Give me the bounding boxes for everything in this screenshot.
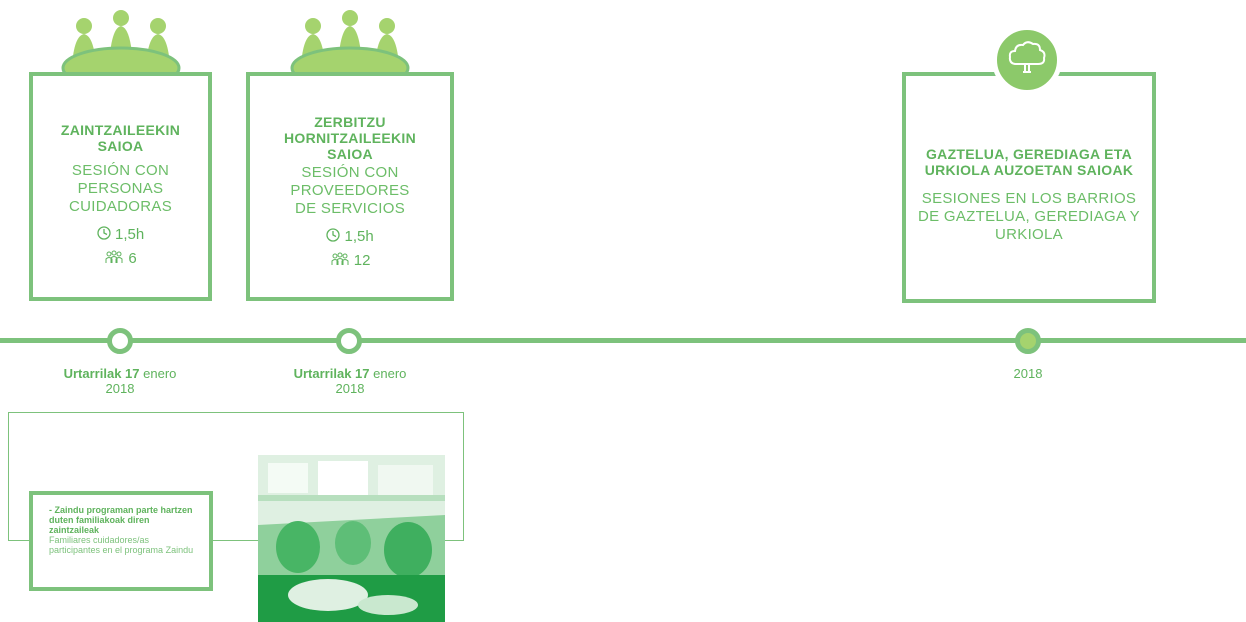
participants-value: 12 <box>353 252 371 269</box>
photo-image <box>258 455 445 622</box>
event-subtitle: SESIÓN CON PROVEEDORES DE SERVICIOS <box>290 164 410 217</box>
participants-row: 12 <box>250 252 450 270</box>
persons-icon <box>105 250 123 263</box>
duration-value: 1,5h <box>114 226 145 243</box>
card-3-header-icon <box>992 25 1062 95</box>
participants-row: 6 <box>33 250 208 268</box>
date-rest: enero <box>143 366 177 381</box>
timeline-node-3 <box>1015 328 1041 354</box>
date-bold: Urtarrilak 17 <box>293 366 370 381</box>
detail-frame <box>8 412 464 541</box>
duration-row: 1,5h <box>33 226 208 244</box>
event-title: GAZTELUA, GEREDIAGA ETA URKIOLA AUZOETAN… <box>924 146 1134 178</box>
date-label-3: 2018 <box>938 366 1118 381</box>
event-title: ZAINTZAILEEKIN SAIOA <box>60 122 181 154</box>
event-subtitle: SESIÓN CON PERSONAS CUIDADORAS <box>68 162 172 215</box>
date-year: 2018 <box>1013 366 1043 381</box>
date-label-1: Urtarrilak 17 enero 2018 <box>30 366 210 396</box>
participants-value: 6 <box>128 250 137 267</box>
timeline-line <box>0 338 1246 343</box>
note-text: Familiares cuidadores/as participantes e… <box>49 535 194 555</box>
persons-icon <box>331 252 349 265</box>
date-bold: Urtarrilak 17 <box>63 366 140 381</box>
event-card-1: ZAINTZAILEEKIN SAIOA SESIÓN CON PERSONAS… <box>29 72 212 301</box>
event-subtitle: SESIONES EN LOS BARRIOS DE GAZTELUA, GER… <box>918 190 1140 243</box>
participants-note: - Zaindu programan parte hartzen duten f… <box>29 491 213 591</box>
timeline-node-1 <box>107 328 133 354</box>
duration-row: 1,5h <box>250 228 450 246</box>
session-photo <box>258 455 445 622</box>
clock-icon <box>326 228 340 242</box>
event-card-3: GAZTELUA, GEREDIAGA ETA URKIOLA AUZOETAN… <box>902 72 1156 303</box>
tree-icon <box>1008 41 1046 73</box>
date-label-2: Urtarrilak 17 enero 2018 <box>260 366 440 396</box>
clock-icon <box>97 226 111 240</box>
note-title: - Zaindu programan parte hartzen duten f… <box>49 505 193 535</box>
date-rest: enero <box>373 366 407 381</box>
event-title: ZERBITZU HORNITZAILEEKIN SAIOA <box>283 114 417 162</box>
date-year: 2018 <box>335 381 365 396</box>
timeline-node-2 <box>336 328 362 354</box>
duration-value: 1,5h <box>344 228 374 245</box>
event-card-2: ZERBITZU HORNITZAILEEKIN SAIOA SESIÓN CO… <box>246 72 454 301</box>
date-year: 2018 <box>105 381 135 396</box>
